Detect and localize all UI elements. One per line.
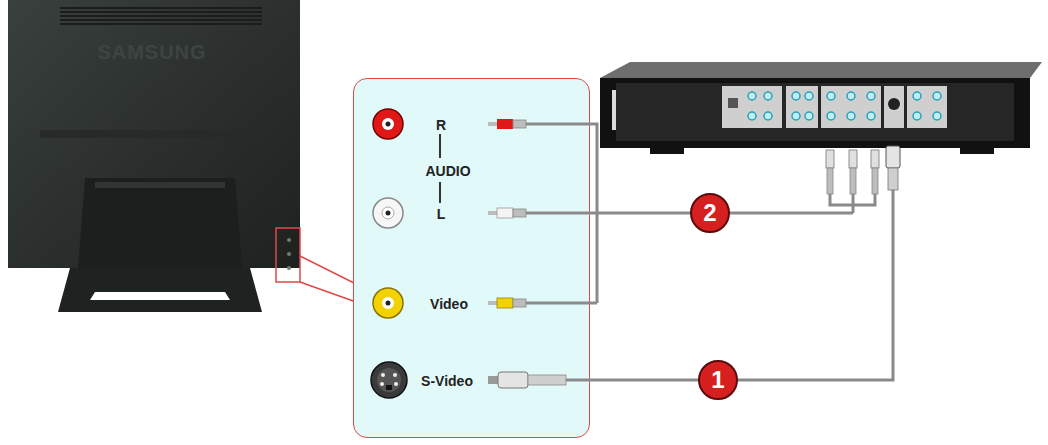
device-foot — [650, 148, 684, 154]
device-panel — [616, 83, 1014, 141]
device-jack — [792, 112, 800, 120]
device-svideo-jack — [888, 98, 900, 110]
device-back — [600, 78, 1030, 148]
monitor-neck-edge — [95, 182, 225, 188]
device-jack — [933, 92, 941, 100]
connector-panel: R AUDIO L VideoS-Video — [353, 78, 590, 438]
callout-number: 2 — [703, 199, 716, 227]
device-plugs — [826, 146, 900, 194]
device-jack — [867, 112, 875, 120]
svideo-plug-sleeve — [888, 168, 898, 190]
monitor-body — [8, 0, 300, 268]
device-jack — [827, 112, 835, 120]
monitor-vents — [60, 8, 262, 24]
callout-leader — [300, 256, 356, 284]
signal-name: AUDIO — [425, 163, 470, 179]
signal-name: R — [436, 117, 446, 133]
plug-sleeve — [872, 168, 878, 194]
svideo-plug — [886, 146, 900, 168]
jack-panel — [884, 86, 904, 128]
monitor-ridge — [40, 130, 270, 138]
signal-name: L — [437, 206, 446, 222]
device-jack — [748, 92, 756, 100]
device-foot — [960, 148, 994, 154]
rca-plug — [871, 150, 879, 168]
device-jack — [805, 112, 813, 120]
jack-panel — [821, 86, 881, 128]
device-jack — [827, 92, 835, 100]
device-jacks — [748, 92, 941, 120]
port-dot — [287, 252, 291, 256]
rca-plug — [849, 150, 857, 168]
device-jack — [847, 112, 855, 120]
port-dot — [287, 266, 291, 270]
device-jack — [867, 92, 875, 100]
jack-panel — [722, 86, 782, 128]
callout-circle: 1 — [698, 360, 738, 400]
rca-bundle — [852, 194, 855, 213]
brand-name: SAMSUNG — [97, 41, 206, 64]
callout-circle: 2 — [690, 193, 730, 233]
jack-panel — [786, 86, 818, 128]
device-top — [600, 62, 1042, 78]
monitor-neck — [78, 178, 242, 268]
jack-panel — [907, 86, 947, 128]
port-highlight — [276, 228, 300, 282]
signal-name: S-Video — [421, 373, 473, 389]
svideo-cable — [566, 190, 893, 380]
device-jack — [792, 92, 800, 100]
device-jack — [764, 112, 772, 120]
device-edge — [612, 90, 616, 130]
plug-sleeve — [827, 168, 833, 194]
rca-plug — [826, 150, 834, 168]
device-jack — [913, 112, 921, 120]
callout-leader — [300, 282, 356, 302]
monitor-stand-base — [58, 268, 262, 312]
port-dot — [287, 238, 291, 242]
device-jack — [805, 92, 813, 100]
device-jack — [764, 92, 772, 100]
optical-port — [728, 98, 738, 108]
rca-bundle — [830, 194, 875, 205]
device-jack — [847, 92, 855, 100]
device-jack — [748, 112, 756, 120]
device-jack — [933, 112, 941, 120]
signal-name: Video — [430, 296, 468, 312]
callout-number: 1 — [711, 366, 724, 394]
plug-sleeve — [850, 168, 856, 194]
device-jack — [913, 92, 921, 100]
